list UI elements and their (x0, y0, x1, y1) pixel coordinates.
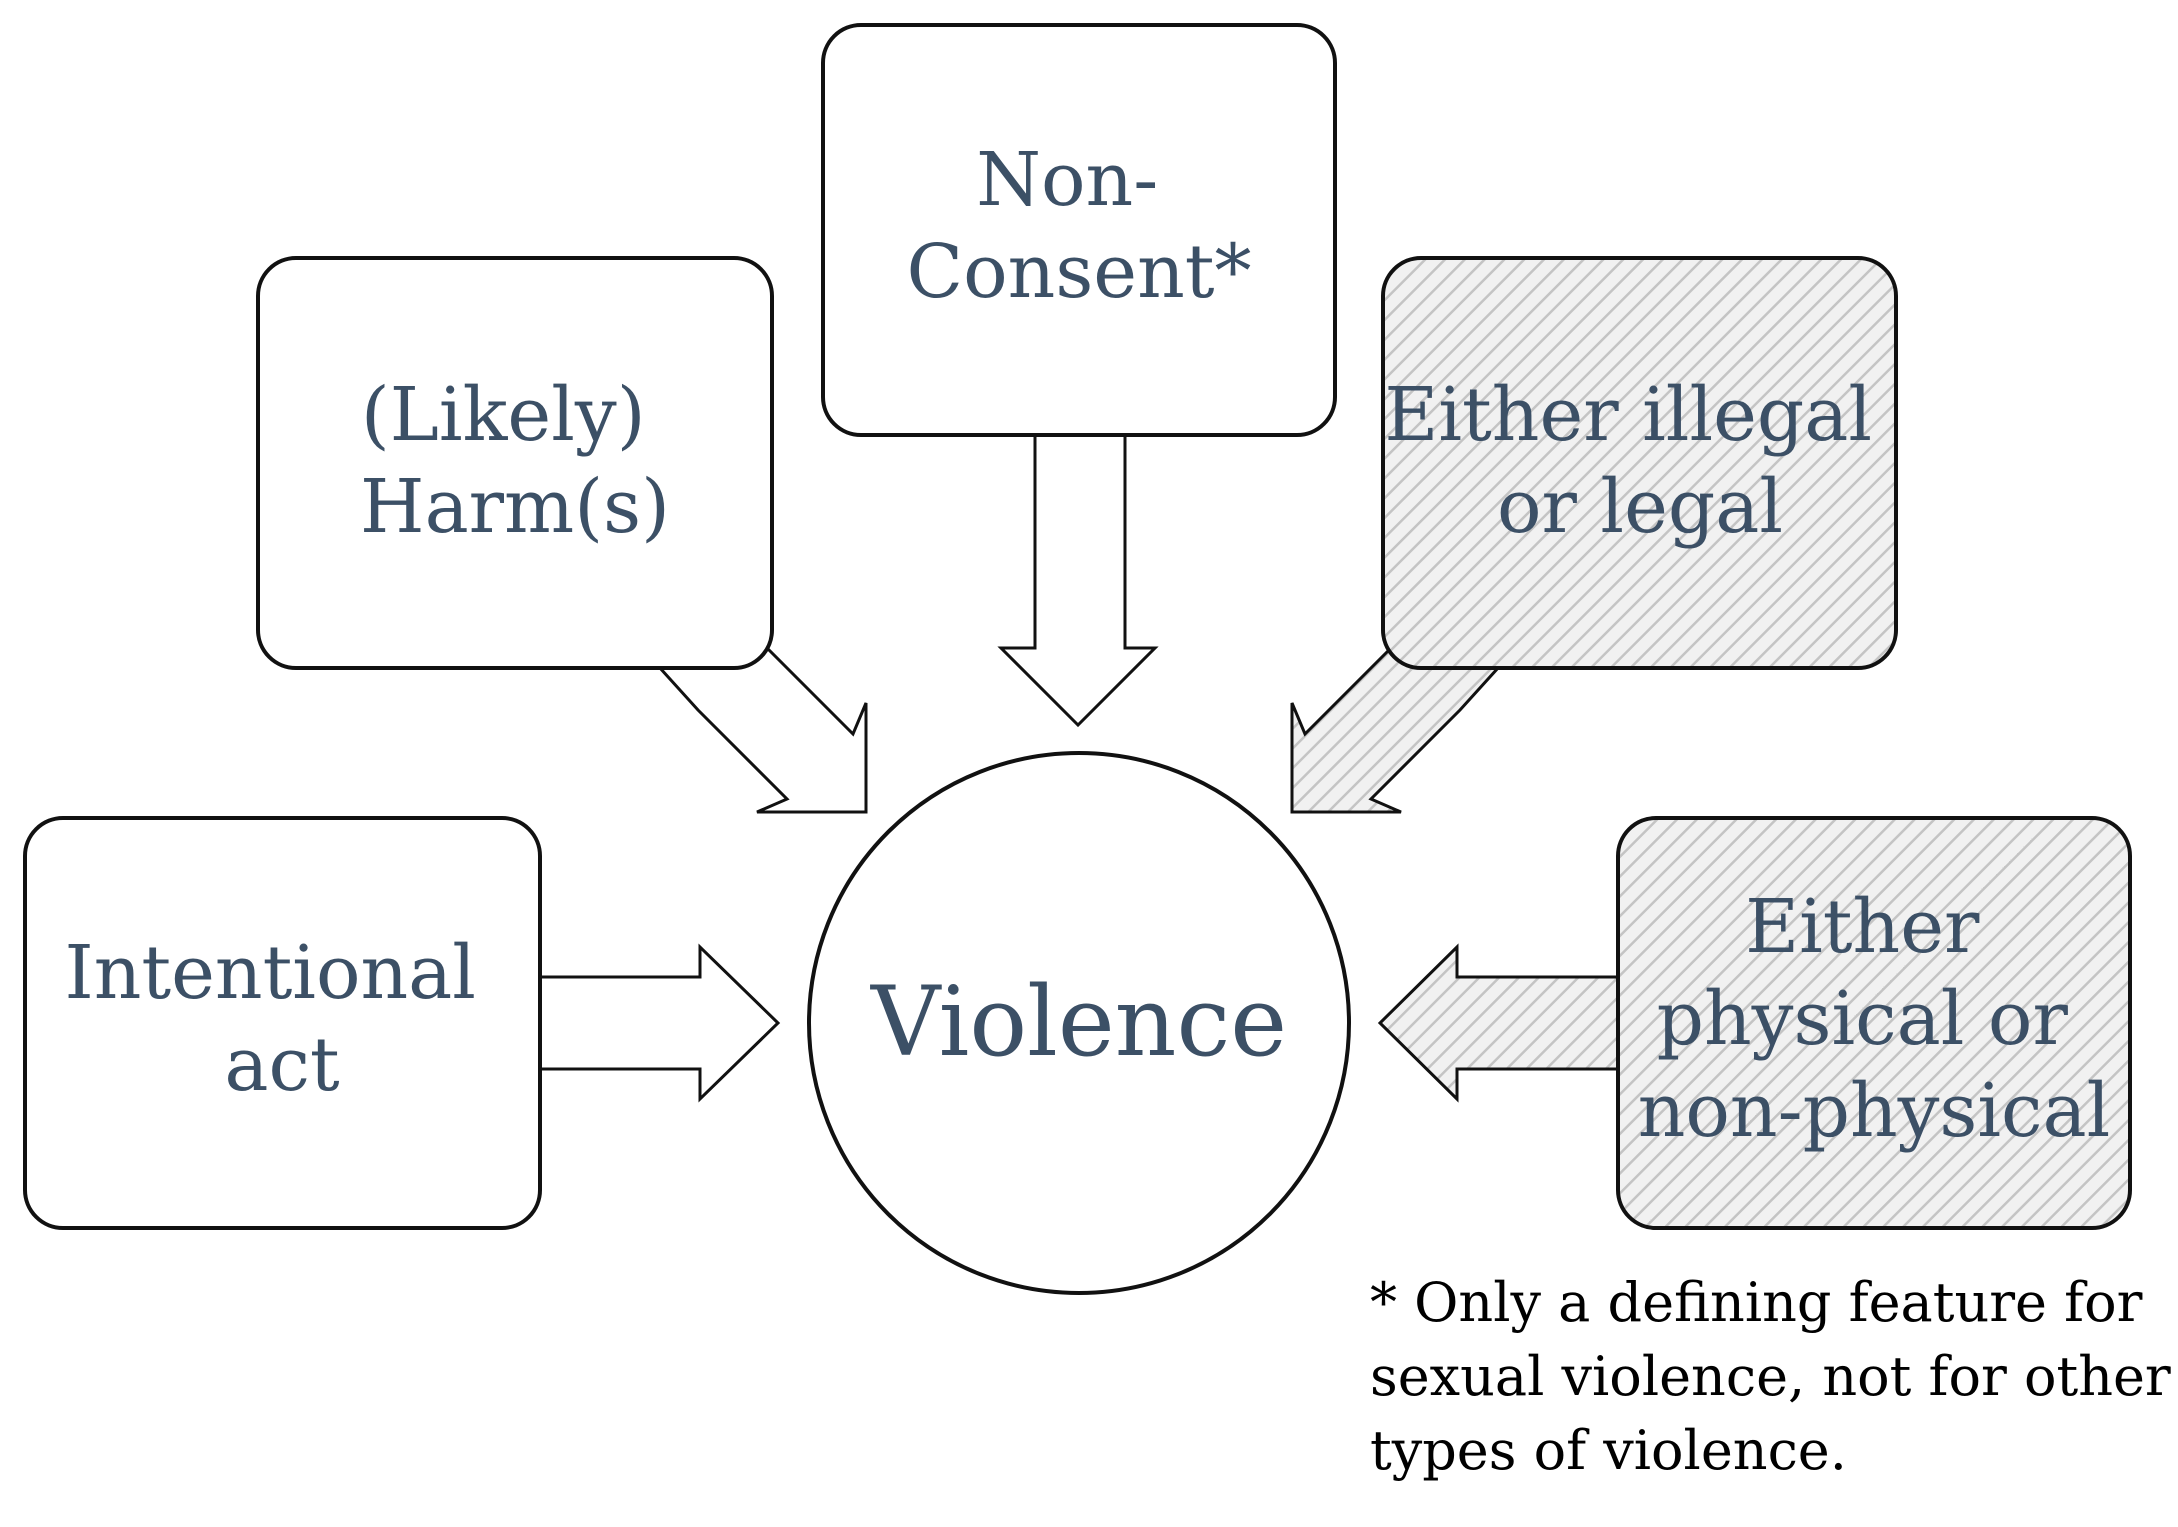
intentional-act-label-line-1: Intentional (64, 930, 475, 1016)
physicality-label-line-3: non-physical (1638, 1068, 2111, 1154)
svg-text:Intentional act: Intentional act (64, 930, 499, 1108)
footnote-line-2: sexual violence, not for other (1370, 1345, 2171, 1408)
legality-label-line-2: or legal (1497, 464, 1783, 550)
feature-box-non-consent: Non- Consent* (821, 23, 1337, 437)
svg-text:Non- Consent*: Non- Consent* (907, 137, 1252, 315)
likely-harm-label-line-2: Harm(s) (360, 464, 670, 550)
svg-text:Either physical or: Either physical or non-physical (1638, 884, 2111, 1154)
non-consent-label-line-1: Non- (976, 137, 1158, 223)
feature-box-likely-harm: (Likely) Harm(s) (256, 256, 774, 670)
physicality-label-line-1: Either (1745, 884, 1980, 970)
feature-box-legality: Either illegal or legal (1381, 256, 1898, 670)
legality-label-line-1: Either illegal (1384, 372, 1872, 458)
violence-label: Violence (870, 966, 1287, 1078)
feature-box-intentional-act: Intentional act (23, 816, 542, 1230)
footnote-line-1: * Only a defining feature for (1370, 1271, 2143, 1334)
physicality-label-line-2: physical or (1657, 976, 2069, 1062)
arrow-intentional-act-to-violence (538, 943, 781, 1103)
arrow-likely-harm-to-violence (657, 643, 868, 814)
likely-harm-label-line-1: (Likely) (361, 372, 646, 458)
arrow-non-consent-to-violence (997, 428, 1159, 728)
arrow-legality-to-violence (1290, 643, 1501, 814)
footnote-line-3: types of violence. (1370, 1419, 1847, 1482)
arrow-physicality-to-violence (1377, 943, 1620, 1103)
svg-text:(Likely) Harm(s): (Likely) Harm(s) (360, 372, 670, 550)
feature-box-physicality: Either physical or non-physical (1616, 816, 2132, 1230)
svg-text:Either illegal or legal: Either illegal or legal (1384, 372, 1895, 550)
non-consent-label-line-2: Consent* (907, 229, 1252, 315)
violence-circle (807, 751, 1351, 1295)
footnote: * Only a defining feature for sexual vio… (1370, 1271, 2178, 1482)
intentional-act-label-line-2: act (224, 1022, 340, 1108)
